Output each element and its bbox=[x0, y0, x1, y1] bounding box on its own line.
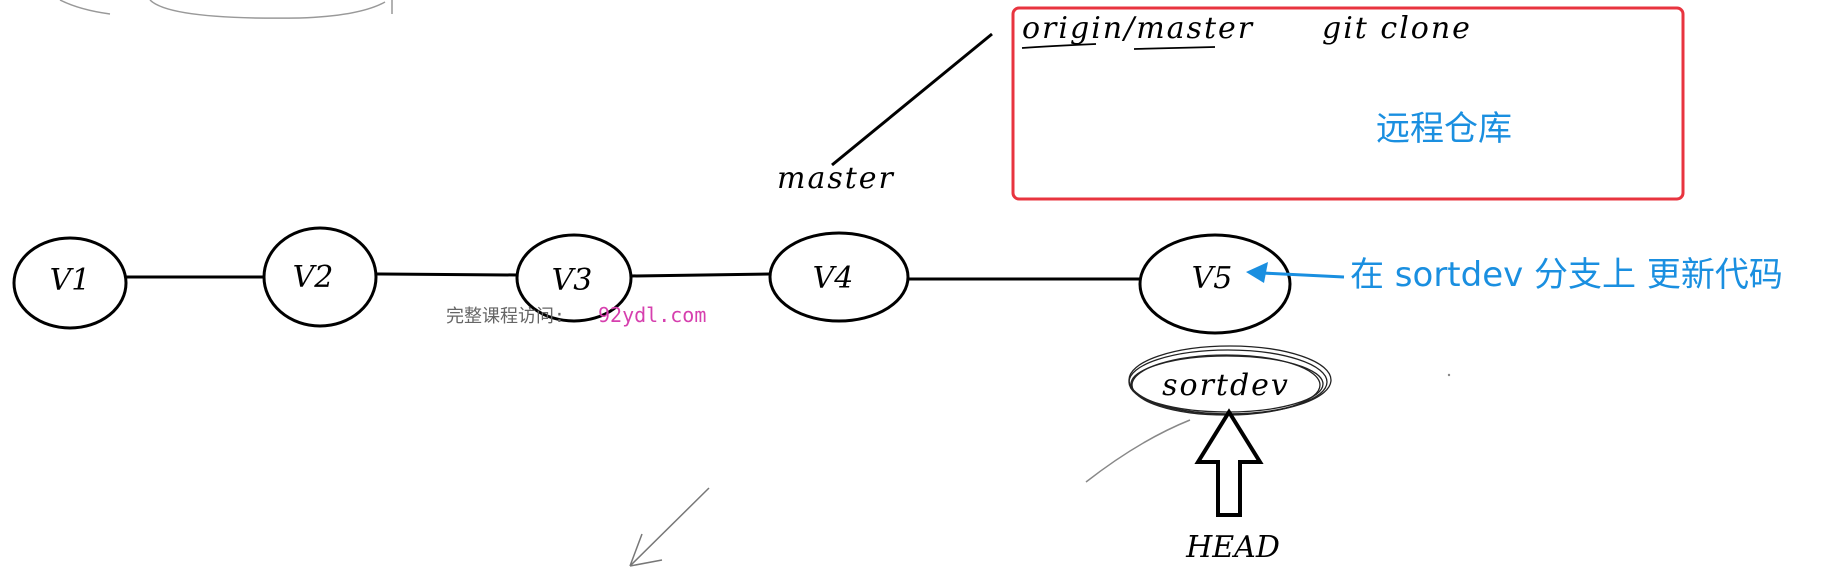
watermark-prefix: 完整课程访问: bbox=[446, 306, 565, 327]
master-pointer-line bbox=[831, 32, 993, 167]
sketch-arrow-bottom bbox=[629, 487, 710, 567]
head-label: HEAD bbox=[1185, 530, 1280, 565]
remote-repo-title: 远程仓库 bbox=[1376, 109, 1512, 149]
origin-master-underline bbox=[1021, 43, 1216, 50]
sketch-stroke-top bbox=[59, 0, 393, 19]
sortdev-label: sortdev bbox=[1162, 368, 1290, 403]
node-v2 bbox=[262, 226, 378, 328]
node-v4-label: V4 bbox=[813, 261, 854, 296]
annotation-arrow-head bbox=[1246, 262, 1268, 283]
git-clone-label: git clone bbox=[1322, 11, 1472, 46]
annotation-text: 在 sortdev 分支上 更新代码 bbox=[1350, 255, 1783, 295]
node-v5-label: V5 bbox=[1192, 261, 1233, 296]
node-v1-label: V1 bbox=[50, 263, 91, 298]
annotation-arrow-line bbox=[1261, 271, 1345, 279]
sketch-stroke-sortdev bbox=[1085, 419, 1191, 483]
edge-v2-v3 bbox=[375, 272, 518, 277]
watermark-url: 92ydl.com bbox=[598, 303, 706, 327]
remote-repo-box bbox=[1011, 6, 1685, 201]
node-v1 bbox=[12, 236, 128, 330]
master-label: master bbox=[777, 161, 895, 196]
stray-dot bbox=[1447, 373, 1451, 377]
node-v2-label: V2 bbox=[293, 260, 334, 295]
origin-master-label: origin/master bbox=[1022, 11, 1254, 46]
node-v4 bbox=[768, 231, 910, 323]
head-arrow bbox=[1194, 408, 1264, 517]
node-v5 bbox=[1138, 233, 1292, 335]
edge-v3-v4 bbox=[630, 272, 771, 278]
node-v3 bbox=[515, 233, 633, 323]
node-v3-label: V3 bbox=[552, 263, 593, 298]
